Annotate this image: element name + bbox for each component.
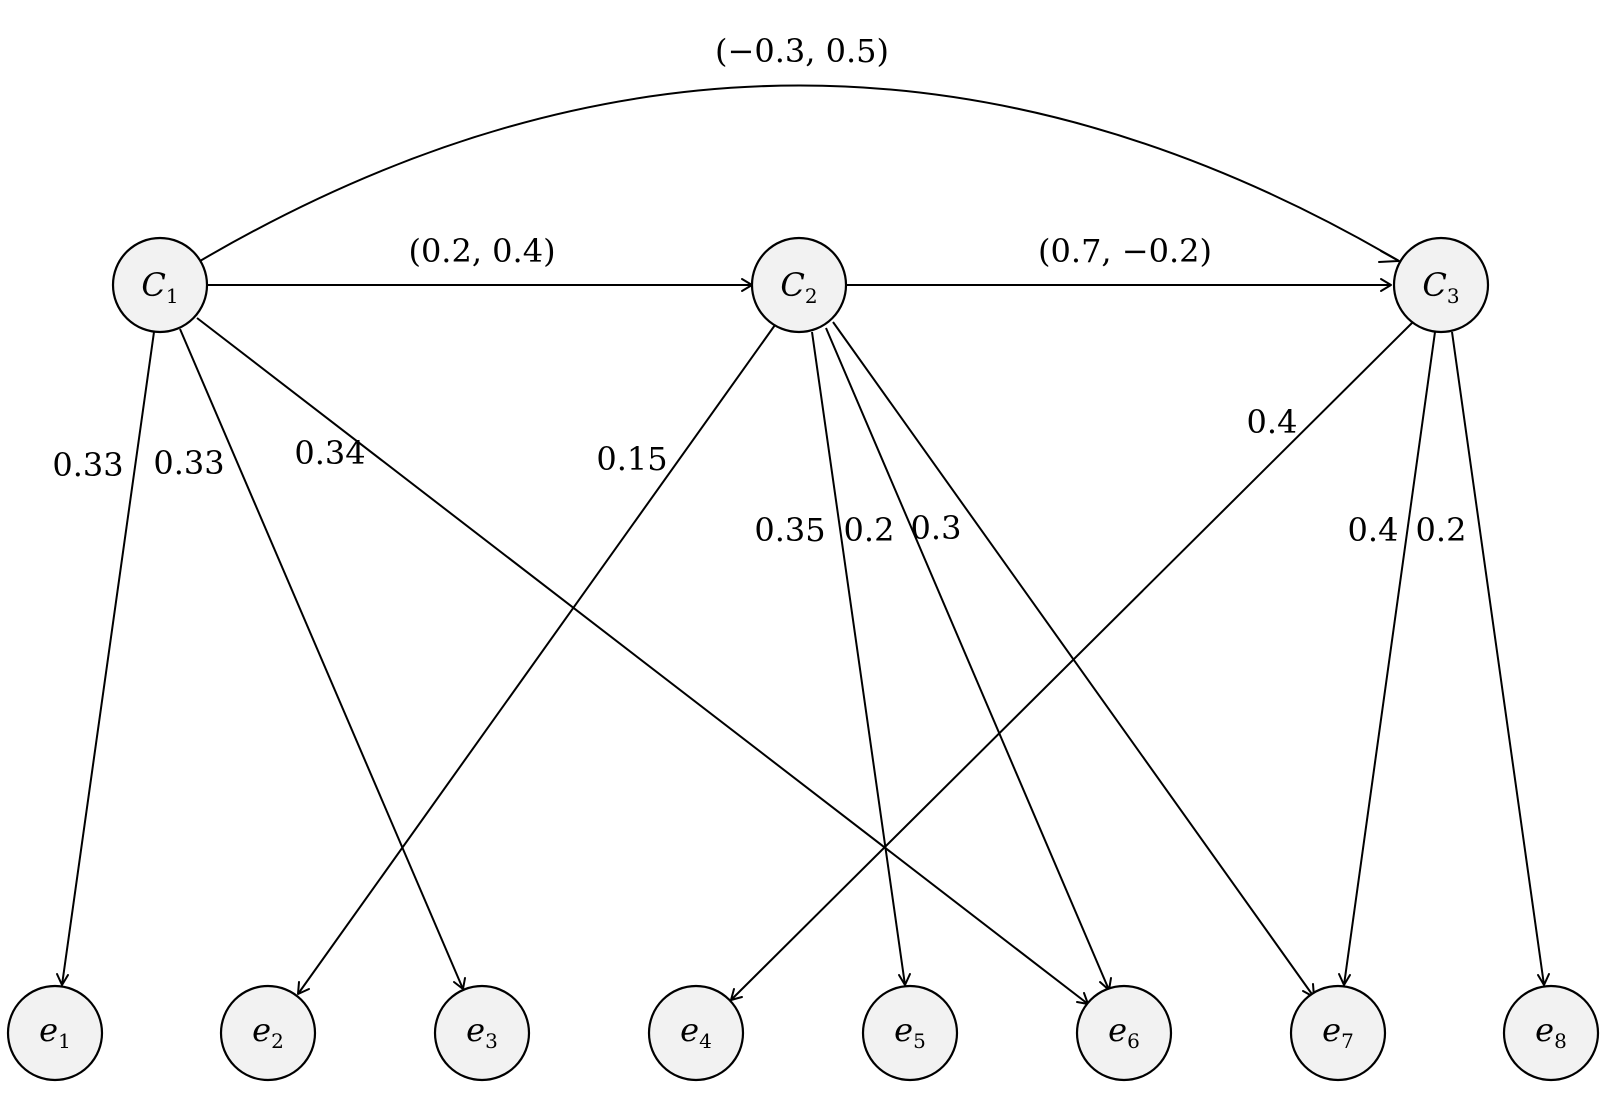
- node-e5-letter: e: [894, 1011, 913, 1049]
- edge-c1-e6: [196, 317, 1089, 1005]
- node-e5: e5: [861, 984, 959, 1082]
- node-e8: e8: [1502, 984, 1600, 1082]
- node-e3-letter: e: [466, 1011, 485, 1049]
- arrowhead-c2-e2: [297, 981, 310, 995]
- edge-label-c3-e7: 0.4: [1348, 511, 1399, 549]
- svg-text:C2: C2: [780, 266, 817, 308]
- arrowhead-c2-e5: [898, 973, 911, 986]
- node-e2: e2: [219, 984, 317, 1082]
- edge-c3-e4: [730, 317, 1418, 1001]
- edge-c3-e8: [1451, 331, 1545, 986]
- edge-c2-e2: [297, 324, 776, 995]
- node-e4-subscript: 4: [699, 1029, 712, 1053]
- node-c2-letter: C: [780, 266, 804, 304]
- svg-text:e3: e3: [466, 1011, 498, 1053]
- node-c1: C1: [111, 236, 209, 334]
- arrowhead-c3-e4: [730, 988, 743, 1001]
- svg-text:e6: e6: [1108, 1011, 1140, 1053]
- node-e4: e4: [647, 984, 745, 1082]
- svg-text:e1: e1: [39, 1011, 71, 1053]
- edge-label-c1-e1: 0.33: [52, 446, 123, 484]
- node-c3: C3: [1392, 236, 1490, 334]
- edge-c1-c3: [199, 84, 1400, 262]
- edge-label-c1-c2: (0.2, 0.4): [408, 232, 555, 270]
- edge-c1-e1: [61, 331, 155, 986]
- node-e2-subscript: 2: [271, 1029, 284, 1053]
- arrowhead-c1-c3: [1378, 250, 1400, 263]
- edge-label-c3-e8: 0.2: [1416, 511, 1467, 549]
- edge-label-c1-e6: 0.34: [294, 434, 365, 472]
- svg-text:e8: e8: [1535, 1011, 1567, 1053]
- edge-c3-e7: [1343, 331, 1436, 986]
- node-e8-letter: e: [1535, 1011, 1554, 1049]
- edge-label-c2-e6: 0.2: [844, 511, 895, 549]
- node-e3: e3: [433, 984, 531, 1082]
- node-e7-subscript: 7: [1341, 1029, 1354, 1053]
- node-e6: e6: [1075, 984, 1173, 1082]
- edge-label-c1-c3: (−0.3, 0.5): [715, 32, 889, 70]
- edge-c1-e3: [179, 328, 464, 990]
- svg-text:e4: e4: [680, 1011, 712, 1053]
- svg-text:e2: e2: [252, 1011, 284, 1053]
- svg-text:e5: e5: [894, 1011, 926, 1053]
- edge-label-c2-e7: 0.3: [911, 509, 962, 547]
- node-c1-letter: C: [141, 266, 165, 304]
- node-e7-letter: e: [1322, 1011, 1341, 1049]
- edge-label-c2-e5: 0.35: [754, 511, 825, 549]
- svg-text:e7: e7: [1322, 1011, 1354, 1053]
- node-e1-subscript: 1: [58, 1029, 71, 1053]
- edge-label-c3-e4: 0.4: [1247, 403, 1298, 441]
- node-e1: e1: [6, 984, 104, 1082]
- node-c1-subscript: 1: [166, 284, 179, 308]
- node-e7: e7: [1289, 984, 1387, 1082]
- arrowhead-c3-e8: [1537, 973, 1550, 986]
- node-e2-letter: e: [252, 1011, 271, 1049]
- node-e8-subscript: 8: [1554, 1029, 1567, 1053]
- node-c2-subscript: 2: [805, 284, 818, 308]
- node-e1-letter: e: [39, 1011, 58, 1049]
- edge-c2-e5: [811, 331, 906, 986]
- node-c3-letter: C: [1422, 266, 1446, 304]
- node-e6-subscript: 6: [1127, 1029, 1140, 1053]
- node-e4-letter: e: [680, 1011, 699, 1049]
- node-c2: C2: [750, 236, 848, 334]
- node-e5-subscript: 5: [913, 1029, 926, 1053]
- edge-c2-e6: [825, 327, 1110, 991]
- node-e6-letter: e: [1108, 1011, 1127, 1049]
- arrowhead-c3-e7: [1338, 973, 1351, 986]
- svg-text:C3: C3: [1422, 266, 1459, 308]
- edge-label-c2-e2: 0.15: [596, 440, 667, 478]
- arrowhead-c1-e6: [1076, 992, 1089, 1005]
- edge-label-c2-c3: (0.7, −0.2): [1038, 232, 1212, 270]
- edge-label-c1-e3: 0.33: [153, 444, 224, 482]
- node-e3-subscript: 3: [485, 1029, 498, 1053]
- arrowhead-c2-c3: [1380, 278, 1392, 292]
- svg-text:C1: C1: [141, 266, 178, 308]
- node-c3-subscript: 3: [1447, 284, 1460, 308]
- arrowhead-c1-e1: [56, 973, 69, 986]
